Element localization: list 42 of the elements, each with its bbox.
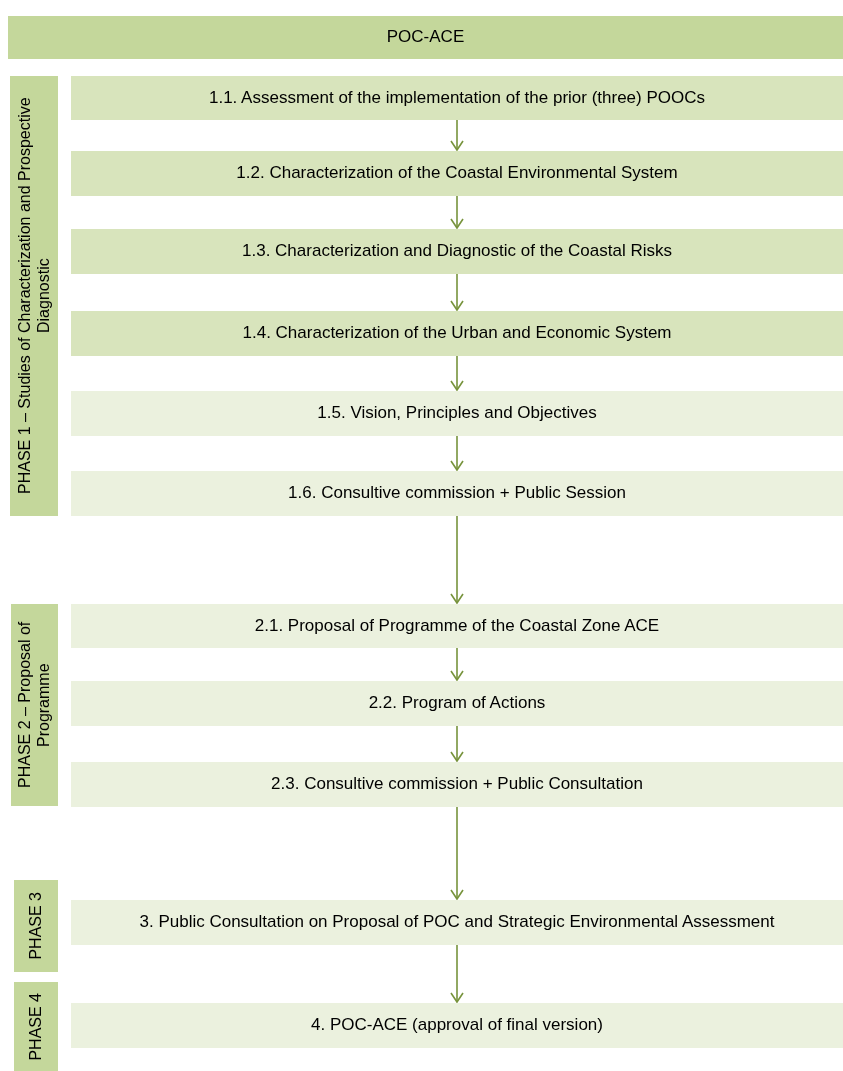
step-box xyxy=(71,151,843,196)
step-box xyxy=(71,311,843,356)
phase-label: PHASE 4 xyxy=(26,992,46,1061)
header-bar xyxy=(8,16,843,59)
header-title: POC-ACE xyxy=(386,27,465,48)
step-label: 3. Public Consultation on Proposal of POC and Strategic Environmental Assessment xyxy=(139,912,775,933)
step-label: 1.1. Assessment of the implementation of the prior (three) POOCs xyxy=(208,87,706,109)
step-box xyxy=(71,1003,843,1048)
arrow xyxy=(450,195,464,229)
step-box xyxy=(71,681,843,726)
step-label: 2.3. Consultive commission + Public Consultation xyxy=(271,774,643,795)
step-label: 1.4. Characterization of the Urban and Economic System xyxy=(242,323,672,344)
step-box xyxy=(71,900,843,945)
arrow xyxy=(450,119,464,151)
arrow xyxy=(450,725,464,762)
phase-label: PHASE 2 – Proposal of Programme xyxy=(15,620,54,791)
step-label: 2.1. Proposal of Programme of the Coastal Zone ACE xyxy=(254,615,660,637)
step-box xyxy=(71,229,843,274)
arrow xyxy=(450,944,464,1003)
step-box xyxy=(71,76,843,120)
phase-bar xyxy=(14,880,58,972)
step-box xyxy=(71,762,843,807)
phase-bar xyxy=(11,604,58,806)
phase-label: PHASE 1 – Studies of Characterization and Prospective Diagnostic xyxy=(14,96,53,496)
phase-bar xyxy=(14,982,58,1071)
step-label: 1.2. Characterization of the Coastal Environmental System xyxy=(236,163,678,184)
arrow xyxy=(450,647,464,681)
arrow xyxy=(450,273,464,311)
step-label: 4. POC-ACE (approval of final version) xyxy=(311,1015,603,1036)
arrow xyxy=(450,515,464,604)
arrow xyxy=(450,435,464,471)
step-box xyxy=(71,471,843,516)
step-label: 2.2. Program of Actions xyxy=(368,693,546,714)
phase-label: PHASE 3 xyxy=(26,892,46,960)
step-label: 1.6. Consultive commission + Public Session xyxy=(288,483,626,504)
step-box xyxy=(71,391,843,436)
arrow xyxy=(450,806,464,900)
step-box xyxy=(71,604,843,648)
step-label: 1.3. Characterization and Diagnostic of the Coastal Risks xyxy=(242,241,672,262)
phase-bar xyxy=(10,76,58,516)
arrow xyxy=(450,355,464,391)
step-label: 1.5. Vision, Principles and Objectives xyxy=(317,403,597,424)
